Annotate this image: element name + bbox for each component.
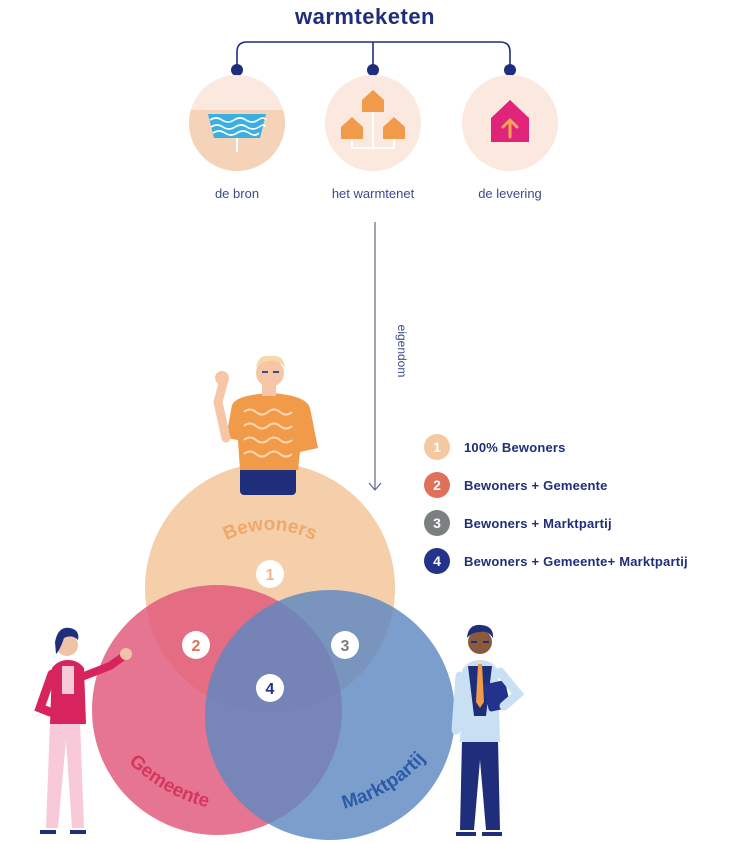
svg-text:1: 1 [266, 567, 275, 584]
legend-label: Bewoners + Gemeente+ Marktpartij [464, 553, 688, 569]
legend-label: Bewoners + Marktpartij [464, 515, 612, 531]
stage-label-warmtenet: het warmtenet [331, 186, 415, 201]
legend-label: 100% Bewoners [464, 439, 566, 455]
resident-figure [213, 355, 318, 495]
arrow-label: eigendom [395, 324, 409, 378]
legend-item-2: 2 Bewoners + Gemeente [424, 466, 688, 504]
legend-label: Bewoners + Gemeente [464, 477, 608, 493]
connected-houses-icon [325, 75, 421, 171]
market-party-figure [451, 624, 525, 836]
legend-badge: 3 [424, 510, 450, 536]
municipality-figure [34, 627, 132, 834]
region-badge-4: 4 [256, 674, 284, 702]
stage-label-bron: de bron [214, 186, 260, 201]
legend: 1 100% Bewoners 2 Bewoners + Gemeente 3 … [424, 428, 688, 580]
diagram-title: warmteketen [294, 4, 435, 29]
legend-badge: 1 [424, 434, 450, 460]
stage-label-levering: de levering [478, 186, 542, 201]
house-arrow-icon [462, 75, 558, 171]
svg-text:3: 3 [341, 638, 350, 655]
legend-item-1: 1 100% Bewoners [424, 428, 688, 466]
legend-item-3: 3 Bewoners + Marktpartij [424, 504, 688, 542]
connector-dot [504, 64, 516, 76]
connector-dot [231, 64, 243, 76]
legend-item-4: 4 Bewoners + Gemeente+ Marktpartij [424, 542, 688, 580]
region-badge-1: 1 [256, 560, 284, 588]
venn-circle-marktpartij [205, 590, 455, 840]
legend-badge: 4 [424, 548, 450, 574]
ownership-arrow [368, 222, 382, 491]
region-badge-3: 3 [331, 631, 359, 659]
connector-dot [367, 64, 379, 76]
svg-text:4: 4 [266, 681, 275, 698]
svg-text:2: 2 [192, 638, 201, 655]
water-basin-icon [189, 75, 285, 171]
region-badge-2: 2 [182, 631, 210, 659]
legend-badge: 2 [424, 472, 450, 498]
chain-connector [236, 41, 511, 68]
